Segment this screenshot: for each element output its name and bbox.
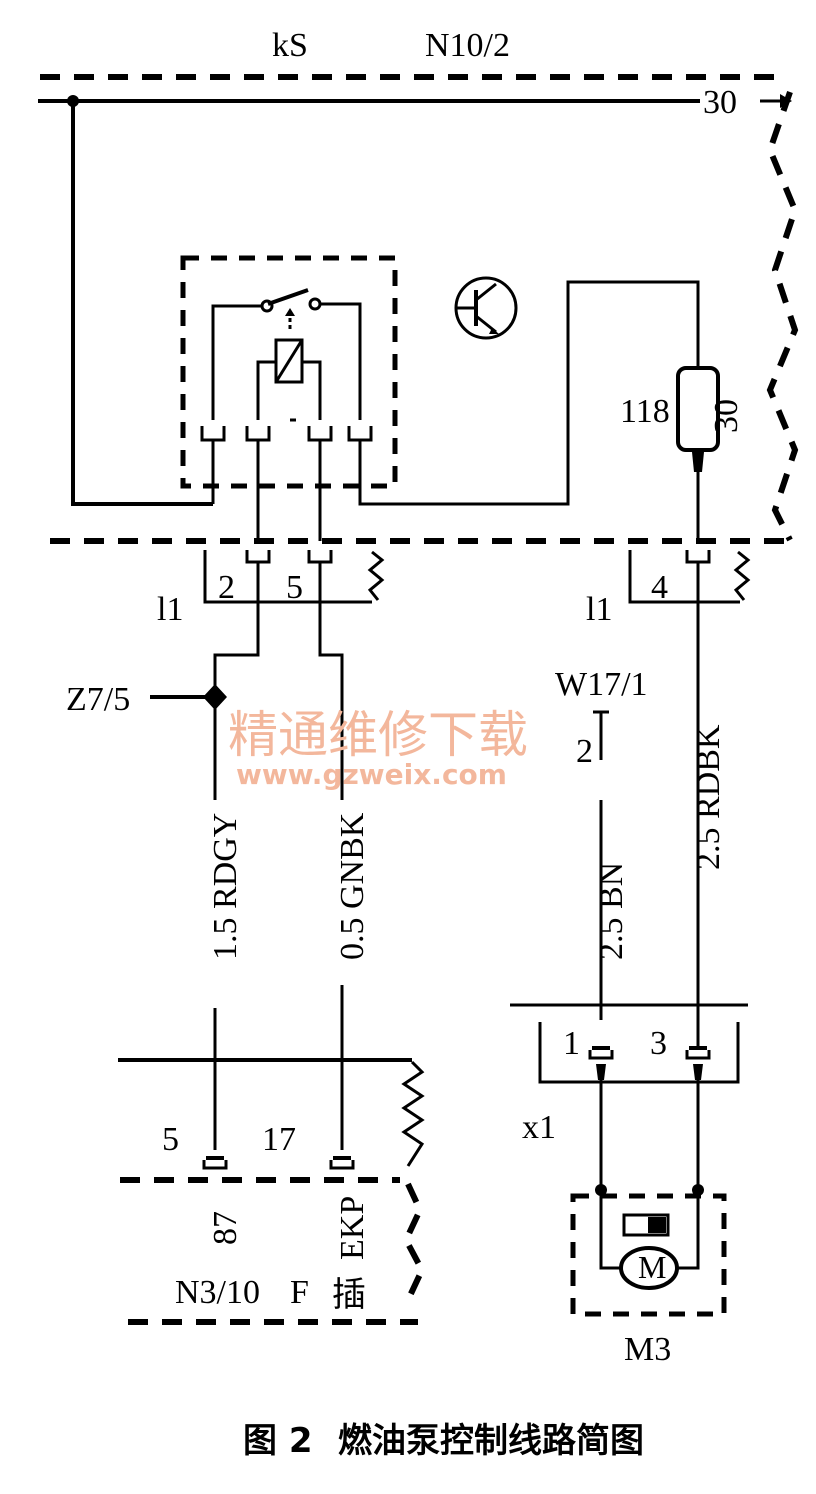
fuse-118 xyxy=(676,366,720,541)
fuel-pump-motor xyxy=(570,1184,727,1317)
n3-10-terminal-ekp: EKP xyxy=(334,1196,371,1260)
motor-m-symbol: M xyxy=(638,1249,666,1285)
terminal-30-line xyxy=(38,94,792,506)
x1-pin-1: 1 xyxy=(563,1025,580,1062)
connector-l1-right xyxy=(628,550,751,800)
m3-label: M3 xyxy=(624,1331,671,1368)
connector-x1 xyxy=(510,800,748,1190)
fuse-118-label: 118 xyxy=(620,393,670,430)
figure-number: 图 2 xyxy=(243,1421,313,1461)
w17-1-label: W17/1 xyxy=(555,666,648,703)
n3-10-module-boundary xyxy=(120,1177,426,1325)
fuse-rating-label: 30 xyxy=(708,399,745,433)
connector-pin-2: 2 xyxy=(218,569,235,606)
n3-10-label: N3/10 xyxy=(175,1274,260,1311)
figure-caption: 燃油泵控制线路简图 xyxy=(338,1421,644,1461)
watermark-url: www.gzweix.com xyxy=(236,758,507,791)
n3-10-f-label: F xyxy=(290,1274,309,1311)
n3-10-pin-17: 17 xyxy=(262,1121,296,1158)
w17-1-pin-label: 2 xyxy=(576,733,593,770)
z7-5-label: Z7/5 xyxy=(66,681,130,718)
connector-pin-5: 5 xyxy=(286,569,303,606)
arrow-right-icon xyxy=(780,94,792,108)
n10-2-label: N10/2 xyxy=(425,27,510,64)
transistor-icon xyxy=(454,276,518,340)
wire-label-rdbk: 2.5 RDBK xyxy=(690,724,727,870)
w17-1-ground xyxy=(593,710,609,1020)
connector-l1-label: l1 xyxy=(157,591,183,628)
motor-icon xyxy=(619,1246,679,1290)
n3-10-harness xyxy=(118,985,425,1170)
wire-label-gnbk: 0.5 GNBK xyxy=(334,812,371,960)
n3-10-pin-5: 5 xyxy=(162,1121,179,1158)
ks-label: kS xyxy=(272,27,308,64)
n10-2-module-boundary xyxy=(40,74,799,544)
x1-pin-3: 3 xyxy=(650,1025,667,1062)
connector-pin-4: 4 xyxy=(651,569,668,606)
terminal-30-label: 30 xyxy=(703,84,737,121)
connector-l1-left xyxy=(203,550,385,800)
connector-l1-right-label: l1 xyxy=(586,591,612,628)
n3-10-plug-label: 插 xyxy=(332,1276,366,1314)
wire-label-rdgy: 1.5 RDGY xyxy=(207,813,244,960)
fuel-pump-relay xyxy=(180,255,700,541)
z7-5-splice xyxy=(150,684,227,710)
watermark-title: 精通维修下载 xyxy=(228,706,528,764)
wire-label-bn: 2.5 BN xyxy=(593,862,630,960)
n3-10-terminal-87: 87 xyxy=(207,1211,244,1245)
x1-label: x1 xyxy=(522,1109,556,1146)
